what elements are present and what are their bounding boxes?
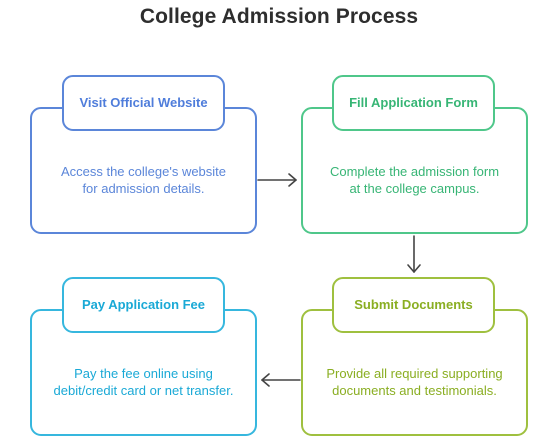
step-label-text: Fill Application Form bbox=[349, 95, 478, 110]
step-description-submit-documents: Provide all required supporting document… bbox=[323, 352, 506, 412]
step-label-text: Submit Documents bbox=[354, 297, 473, 312]
step-description-text: Provide all required supporting document… bbox=[326, 366, 503, 398]
step-description-text: Complete the admission form at the colle… bbox=[329, 164, 500, 196]
arrow-right-icon bbox=[257, 173, 297, 187]
step-label-fill-form: Fill Application Form bbox=[332, 75, 495, 131]
diagram-title: College Admission Process bbox=[139, 5, 419, 28]
step-description-text: Access the college's website for admissi… bbox=[60, 164, 227, 196]
step-label-pay-fee: Pay Application Fee bbox=[62, 277, 225, 333]
step-description-visit-website: Access the college's website for admissi… bbox=[52, 150, 235, 210]
step-label-text: Pay Application Fee bbox=[81, 297, 206, 312]
step-description-pay-fee: Pay the fee online using debit/credit ca… bbox=[52, 352, 235, 412]
arrow-left-icon bbox=[261, 373, 301, 387]
step-description-fill-form: Complete the admission form at the colle… bbox=[323, 150, 506, 210]
arrow-down-icon bbox=[407, 235, 421, 273]
step-label-visit-website: Visit Official Website bbox=[62, 75, 225, 131]
step-label-text: Visit Official Website bbox=[79, 95, 208, 110]
step-description-text: Pay the fee online using debit/credit ca… bbox=[53, 366, 234, 398]
step-label-submit-documents: Submit Documents bbox=[332, 277, 495, 333]
